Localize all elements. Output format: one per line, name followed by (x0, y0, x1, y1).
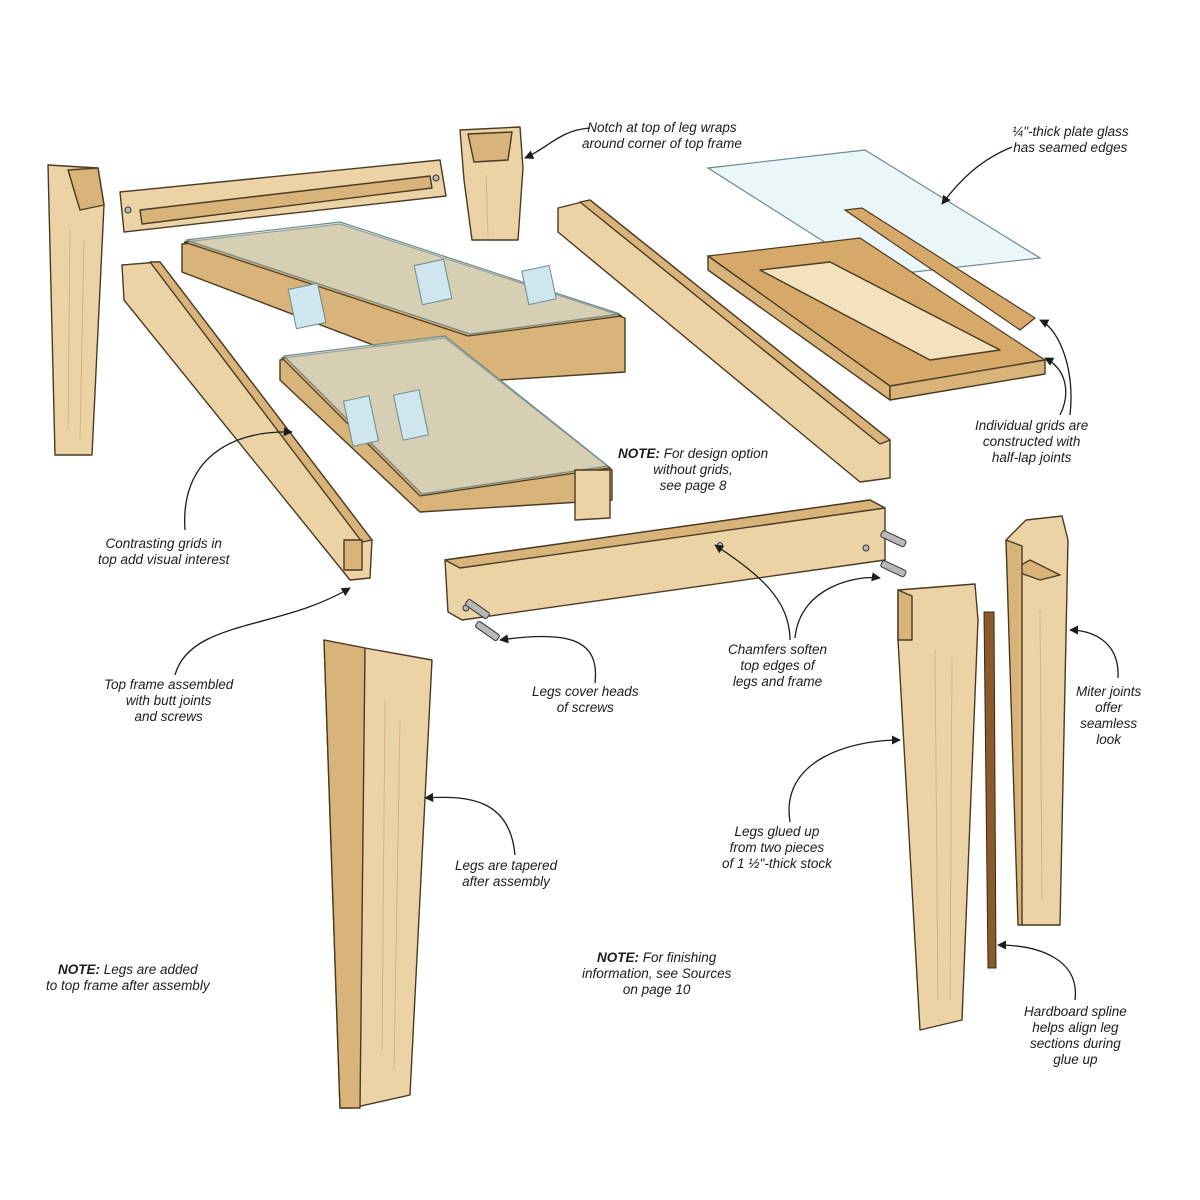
callout-contrasting-line: top add visual interest (98, 552, 230, 567)
note-design-line: without grids, (653, 462, 733, 477)
callout-notch-line: Notch at top of leg wraps (587, 120, 737, 135)
callout-miter-line: Miter joints (1076, 684, 1142, 699)
leg-miter-half (1005, 515, 1069, 926)
note-design-line: see page 8 (659, 478, 727, 493)
callout-legs-glued-line: of 1 ½"-thick stock (722, 856, 832, 871)
note-finishing-line: information, see Sources (582, 966, 732, 981)
frame-rail-back (119, 159, 447, 233)
callout-grids-line: Individual grids are (975, 418, 1089, 433)
callout-miter-line: look (1096, 732, 1122, 747)
individual-grid (706, 207, 1047, 401)
leader-lines (174, 127, 1119, 1001)
note-legs-added: NOTE: Legs are added to top frame after … (46, 962, 210, 994)
callout-spline-line: helps align leg (1032, 1020, 1119, 1035)
note-legs-added-line: to top frame after assembly (46, 978, 210, 993)
note-legs-added-line: Legs are added (103, 962, 198, 977)
callout-top-frame-line: and screws (134, 709, 203, 724)
note-design-line: For design option (663, 446, 769, 461)
glass-plate (706, 149, 1042, 277)
callout-contrasting-grids: Contrasting grids in top add visual inte… (98, 536, 229, 568)
leg-back-left (47, 164, 105, 456)
callout-grids: Individual grids are constructed with ha… (975, 418, 1088, 466)
leg-front-left (323, 639, 433, 1109)
callout-miter-line: seamless (1080, 716, 1138, 731)
callout-miter: Miter joints offer seamless look (1076, 684, 1141, 748)
callout-notch-line: around corner of top frame (582, 136, 742, 151)
callout-grids-line: constructed with (982, 434, 1081, 449)
callout-tapered: Legs are tapered after assembly (455, 858, 557, 890)
note-finishing: NOTE: For finishing information, see Sou… (582, 950, 731, 998)
callout-legs-glued-line: from two pieces (729, 840, 825, 855)
note-finishing-line: on page 10 (622, 982, 691, 997)
callout-top-frame-line: Top frame assembled (104, 677, 234, 692)
leg-front-right (897, 583, 979, 1031)
callout-legs-glued-line: Legs glued up (734, 824, 820, 839)
leg-back-right (459, 126, 524, 241)
top-grid-panel-back (181, 221, 626, 383)
callout-chamfers: Chamfers soften top edges of legs and fr… (728, 642, 827, 690)
callout-glass: ¼"-thick plate glass has seamed edges (1012, 124, 1129, 156)
callout-spline-line: Hardboard spline (1024, 1004, 1127, 1019)
frame-rail-left (121, 261, 373, 581)
callout-legs-cover-line: Legs cover heads (532, 684, 639, 699)
callout-legs-glued: Legs glued up from two pieces of 1 ½"-th… (722, 824, 832, 872)
frame-rail-right (557, 199, 891, 483)
note-design-option: NOTE: For design option without grids, s… (618, 446, 768, 494)
callout-glass-line: ¼"-thick plate glass (1012, 124, 1129, 139)
note-label: NOTE: (618, 446, 660, 461)
callout-chamfers-line: top edges of (740, 658, 815, 673)
callout-spline-line: glue up (1053, 1052, 1098, 1067)
callout-tapered-line: Legs are tapered (455, 858, 558, 873)
callout-grids-line: half-lap joints (991, 450, 1072, 465)
callout-glass-line: has seamed edges (1013, 140, 1128, 155)
note-label: NOTE: (57, 962, 100, 977)
callout-legs-cover: Legs cover heads of screws (532, 684, 639, 716)
note-label: NOTE: (597, 950, 639, 965)
callout-spline: Hardboard spline helps align leg section… (1024, 1004, 1127, 1068)
callout-spline-line: sections during (1030, 1036, 1121, 1051)
callout-notch: Notch at top of leg wraps around corner … (582, 120, 742, 152)
callout-top-frame: Top frame assembled with butt joints and… (104, 677, 233, 725)
callout-chamfers-line: legs and frame (732, 674, 823, 689)
callout-miter-line: offer (1095, 700, 1123, 715)
callout-chamfers-line: Chamfers soften (728, 642, 828, 657)
callout-legs-cover-line: of screws (556, 700, 614, 715)
callout-tapered-line: after assembly (462, 874, 550, 889)
screws (465, 530, 907, 642)
hardboard-spline (983, 611, 997, 969)
note-finishing-line: For finishing (642, 950, 717, 965)
top-grid-panel-front (279, 335, 613, 521)
callout-contrasting-line: Contrasting grids in (105, 536, 222, 551)
frame-rail-front (444, 499, 886, 621)
callout-top-frame-line: with butt joints (125, 693, 212, 708)
